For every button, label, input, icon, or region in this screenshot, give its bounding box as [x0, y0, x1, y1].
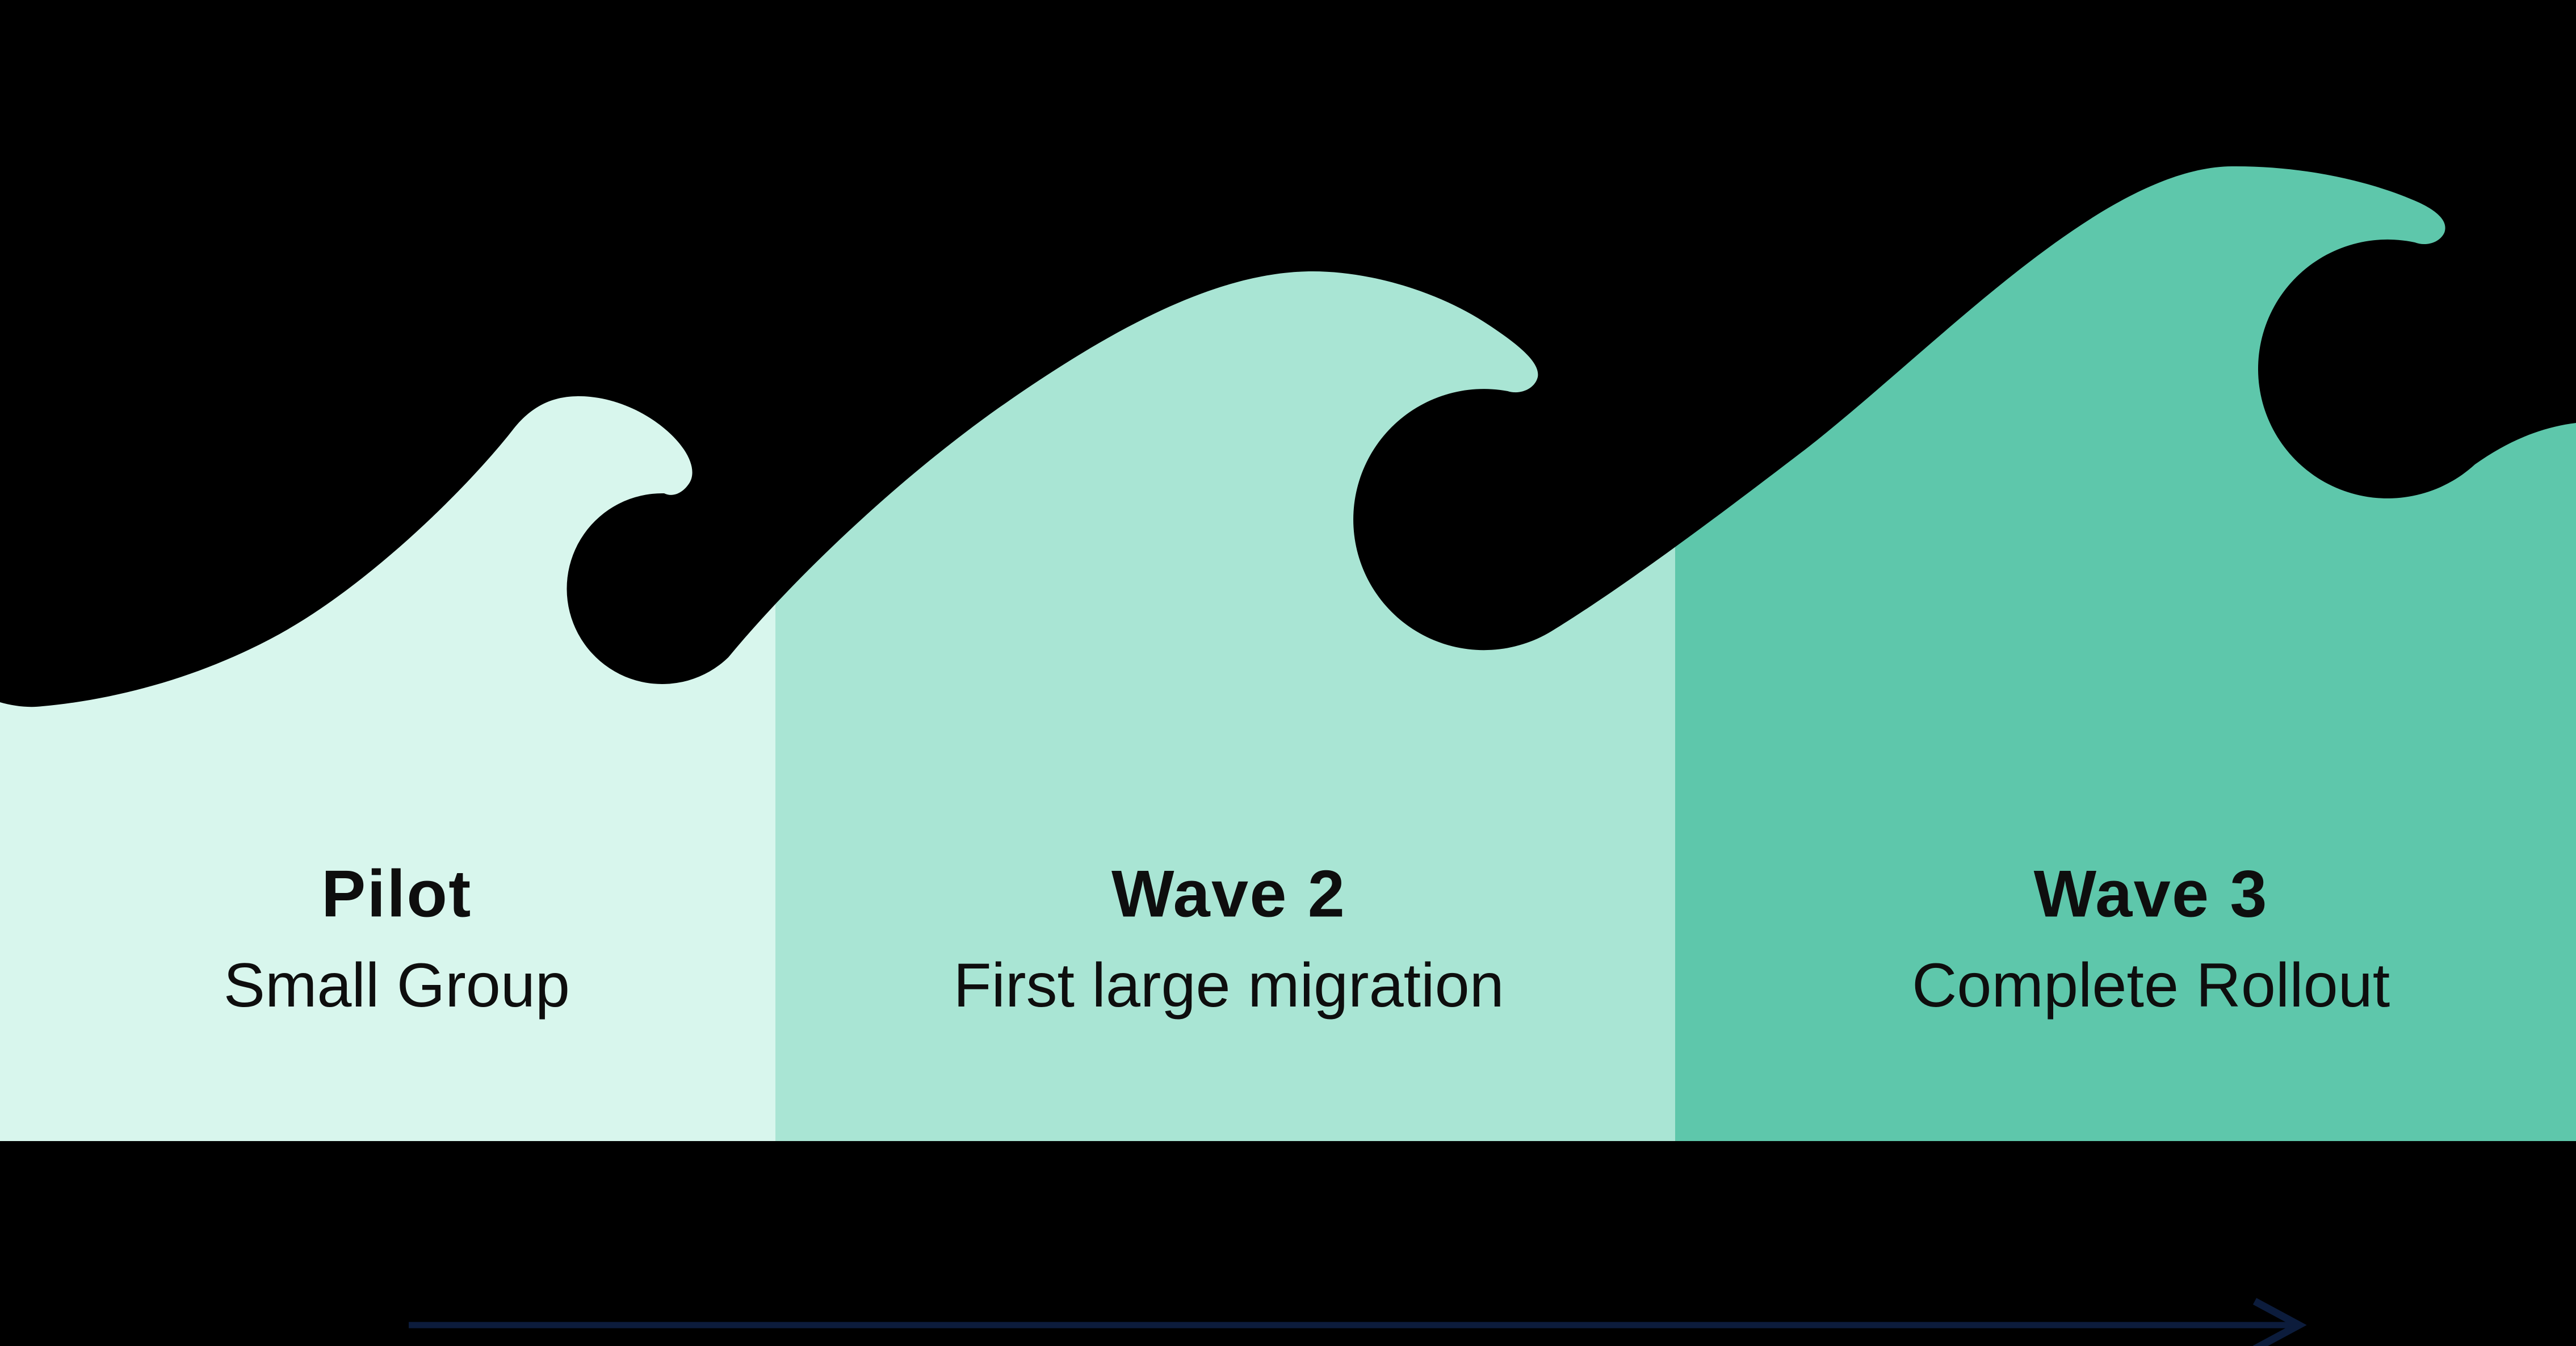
wave-1-title: Pilot — [321, 856, 472, 931]
wave-3-subtitle: Complete Rollout — [1912, 950, 2390, 1020]
timeline-arrow-icon — [409, 1298, 2307, 1346]
timeline-arrowhead — [2252, 1298, 2307, 1346]
wave-2-title: Wave 2 — [1111, 856, 1346, 931]
wave-2-subtitle: First large migration — [953, 950, 1504, 1020]
wave-1-subtitle: Small Group — [223, 950, 570, 1020]
wave-3-title: Wave 3 — [2033, 856, 2268, 931]
